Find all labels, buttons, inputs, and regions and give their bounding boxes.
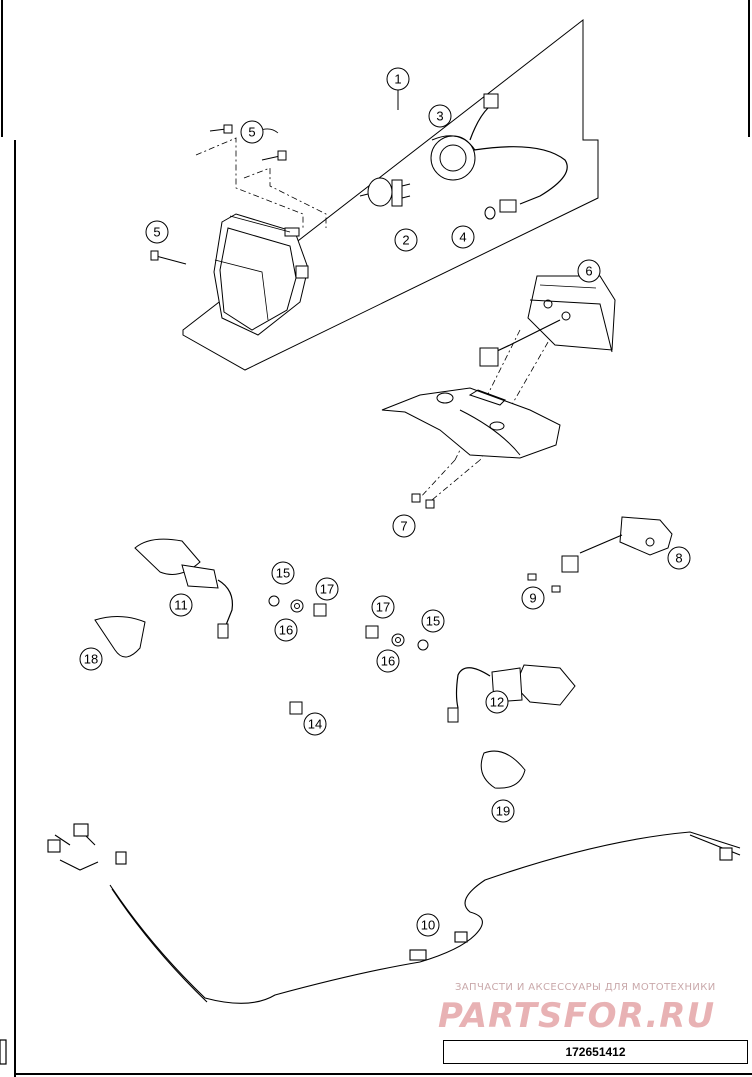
turn-signal-lens-right (480, 750, 526, 789)
turn-signal-right (447, 664, 576, 723)
callout-10: 10 (421, 918, 435, 933)
callout-19: 19 (496, 804, 510, 819)
bulb-socket-harness (430, 93, 568, 205)
wiring-harness (47, 823, 741, 1004)
callout-17a: 17 (320, 582, 334, 597)
callout-12: 12 (490, 695, 504, 710)
callout-18: 18 (84, 652, 98, 667)
callout-6: 6 (585, 264, 592, 279)
position-bulb (484, 199, 517, 220)
turn-signal-left (134, 538, 234, 639)
callout-3: 3 (436, 109, 443, 124)
turn-signal-lens-left (94, 616, 146, 658)
callout-16b: 16 (381, 654, 395, 669)
callout-7: 7 (400, 519, 407, 534)
document-number: 172651412 (443, 1040, 748, 1064)
mounting-bracket (381, 387, 561, 459)
dashboard-display (479, 275, 616, 367)
headlight-bulb (359, 177, 411, 207)
headlight-housing (213, 213, 309, 336)
callout-15b: 15 (426, 614, 440, 629)
callout-5b: 5 (153, 225, 160, 240)
callout-16a: 16 (279, 623, 293, 638)
callout-1: 1 (394, 72, 401, 87)
lamp-screws (527, 573, 561, 593)
callout-15a: 15 (276, 566, 290, 581)
screw-14 (289, 701, 303, 715)
headlight-kit-outline (182, 18, 599, 371)
callout-17b: 17 (376, 600, 390, 615)
callout-9: 9 (529, 591, 536, 606)
callout-labels: 1 2 3 4 5 5 6 7 8 9 10 11 12 14 15 15 16… (84, 72, 683, 933)
callout-2: 2 (402, 233, 409, 248)
callouts (79, 67, 691, 937)
watermark-tagline: ЗАПЧАСТИ И АКСЕССУАРЫ ДЛЯ МОТОТЕХНИКИ (455, 982, 716, 993)
bracket-screws (411, 493, 435, 509)
callout-5a: 5 (248, 125, 255, 140)
watermark-brand: PARTSFOR.RU (438, 996, 716, 1036)
callout-14: 14 (308, 717, 322, 732)
license-plate-lamp (561, 516, 673, 573)
washers-and-nuts (268, 595, 429, 651)
callout-8: 8 (675, 551, 682, 566)
callout-4: 4 (459, 230, 466, 245)
callout-11: 11 (174, 598, 188, 613)
headlight-screws (150, 124, 287, 265)
